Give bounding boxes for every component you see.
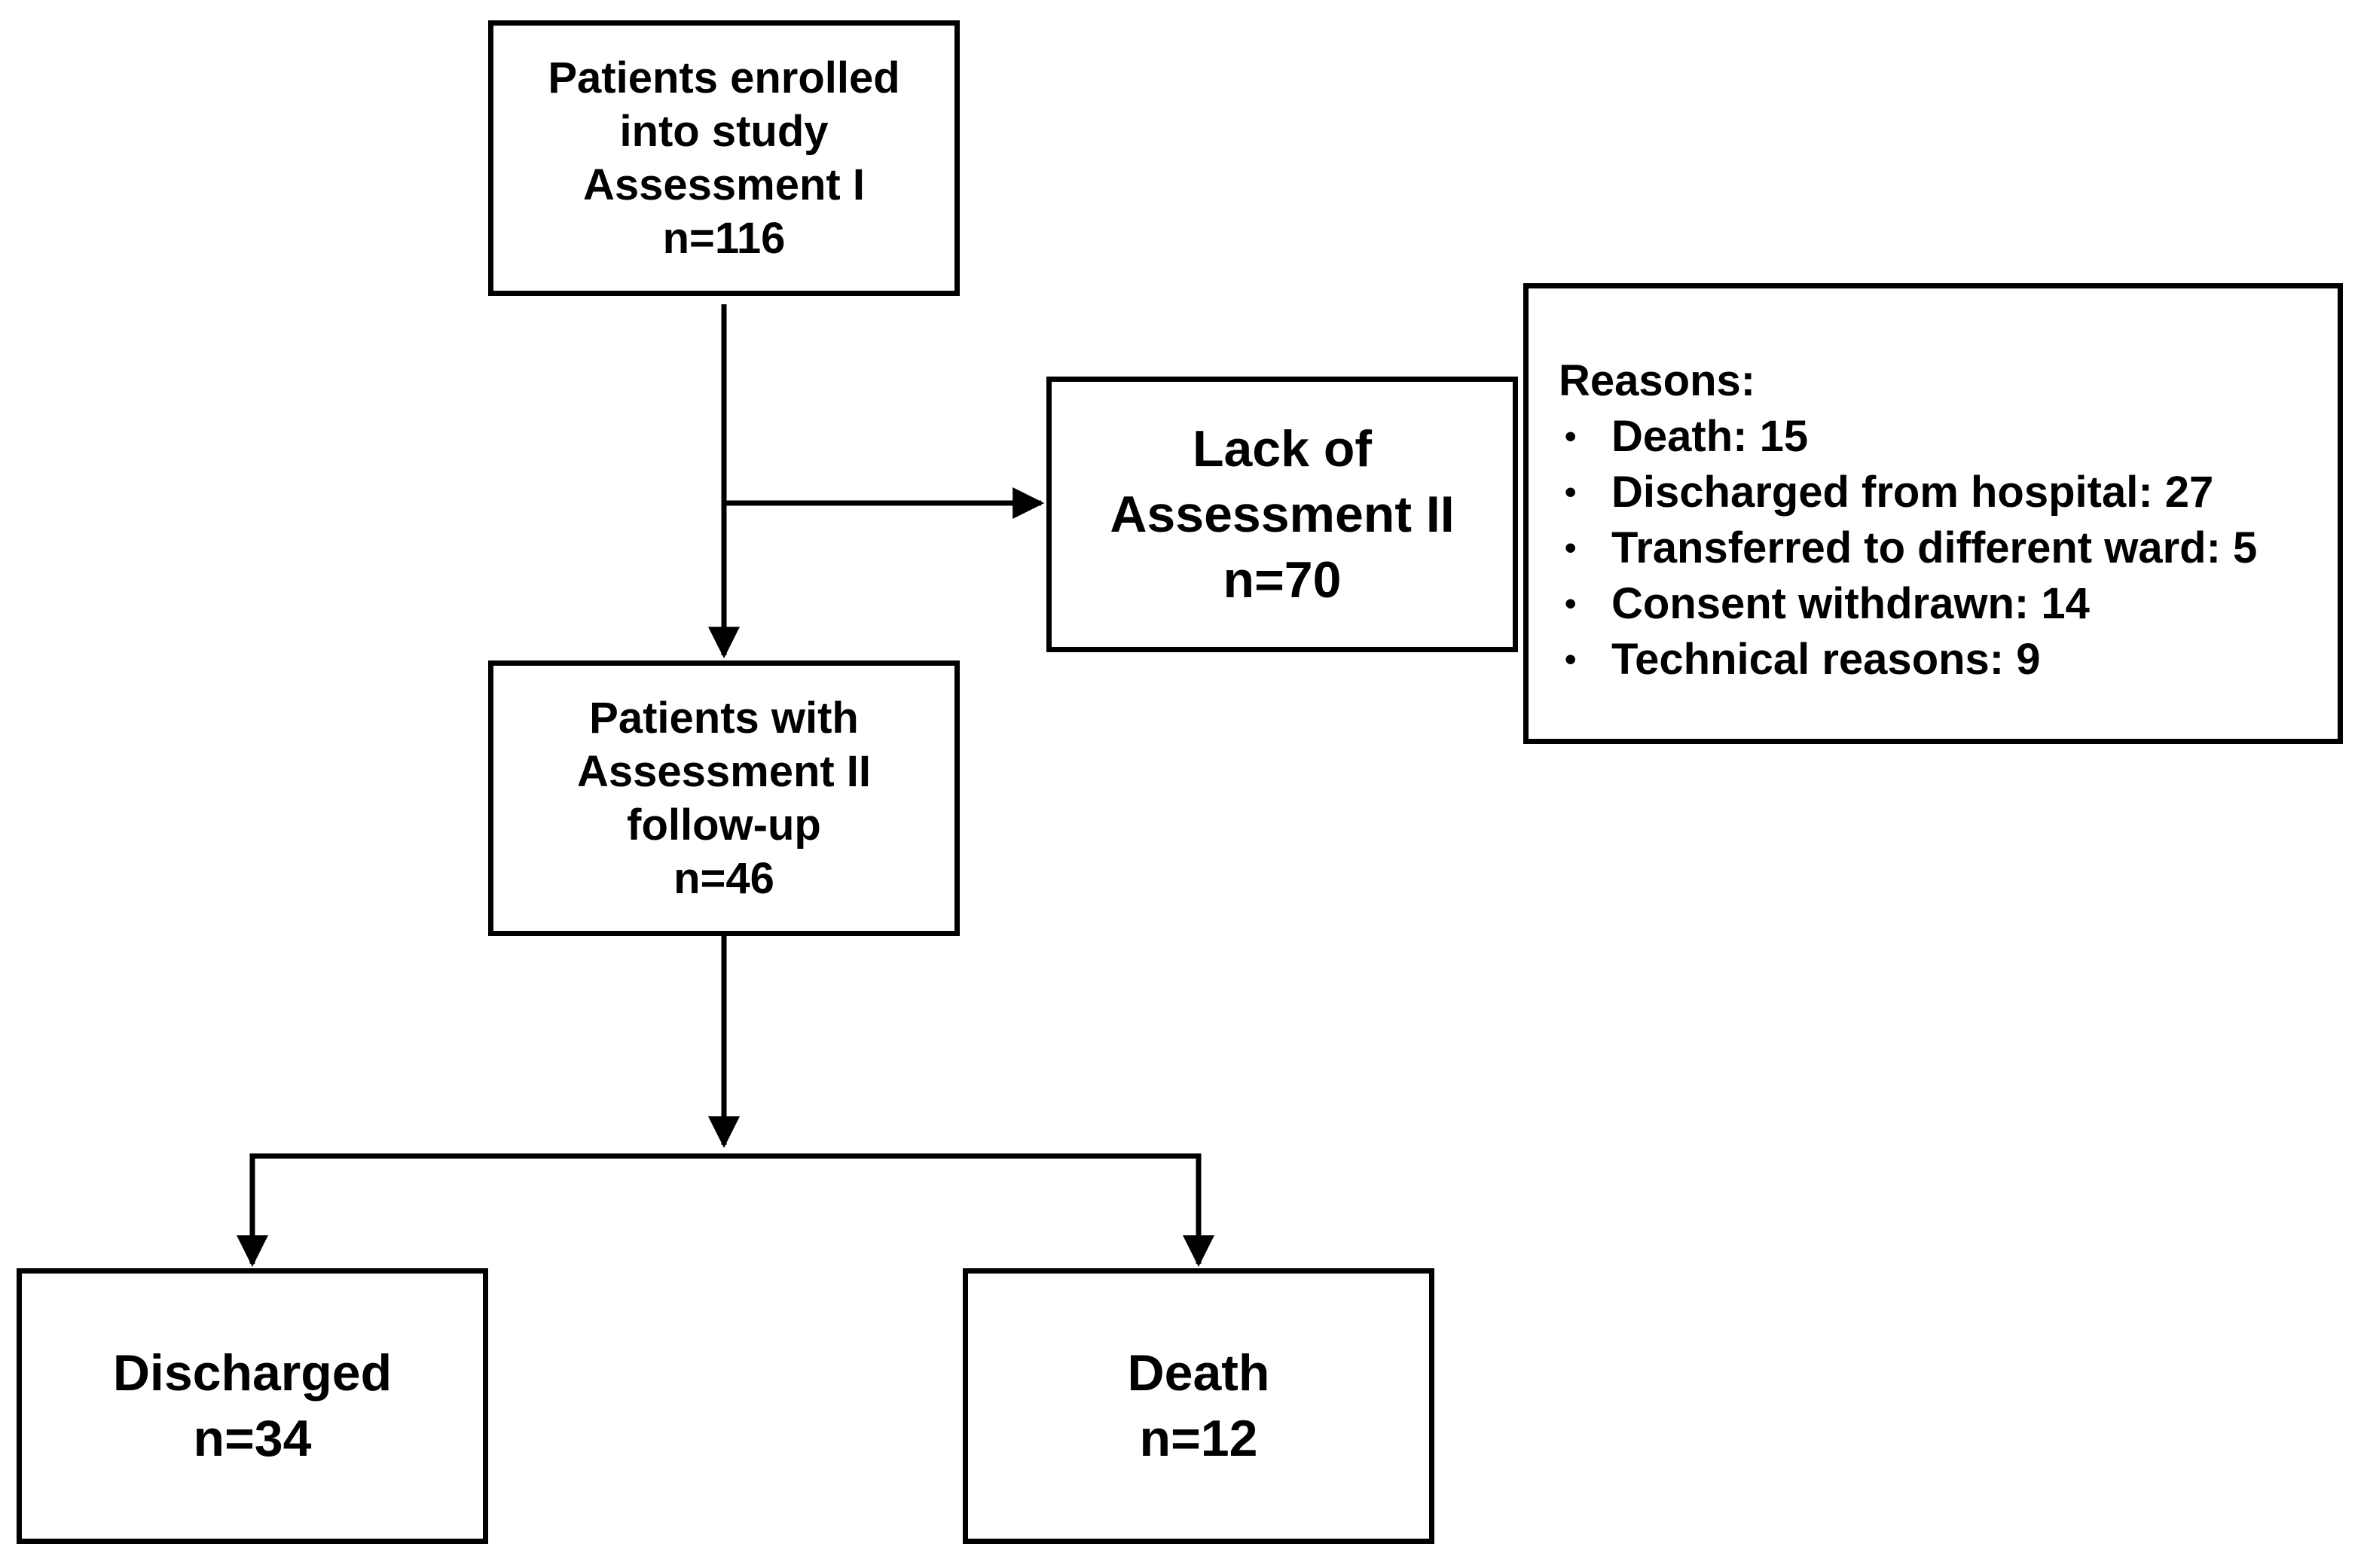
death-box: Death n=12 [963,1268,1434,1544]
death-count: n=12 [1139,1410,1258,1467]
enrolled-line-1: Patients enrolled [548,53,900,102]
reasons-heading: Reasons: [1559,356,1756,405]
lack-of-assessment-box: Lack of Assessment II n=70 [1046,377,1518,652]
bullet-dot-icon: • [1565,585,1577,622]
discharged-label: Discharged [112,1344,392,1402]
reason-item: • Technical reasons: 9 [1559,632,2323,688]
reasons-list: • Death: 15 • Discharged from hospital: 27… [1559,409,2323,688]
followup-box: Patients with Assessment II follow-up n=… [488,660,960,936]
reason-item: • Discharged from hospital: 27 [1559,465,2323,520]
followup-line-3: follow-up [627,801,821,850]
followup-line-2: Assessment II [576,747,872,796]
reason-item: • Transferred to different ward: 5 [1559,520,2323,576]
reason-text: Consent withdrawn: 14 [1611,579,2090,628]
lack-count: n=70 [1223,551,1342,609]
bullet-dot-icon: • [1565,418,1577,455]
reason-text: Discharged from hospital: 27 [1611,468,2214,517]
split-bar [237,1153,1214,1268]
enrolled-box: Patients enrolled into study Assessment … [488,20,960,296]
lack-line-1: Lack of [1192,419,1373,477]
followup-line-1: Patients with [589,694,859,743]
reason-text: Death: 15 [1611,412,1809,461]
discharged-box: Discharged n=34 [17,1268,488,1544]
enrolled-line-2: into study [619,107,829,156]
reason-item: • Consent withdrawn: 14 [1559,576,2323,632]
enrolled-count: n=116 [662,214,786,263]
reason-item: • Death: 15 [1559,409,2323,465]
death-label: Death [1127,1344,1270,1402]
lack-line-2: Assessment II [1110,485,1455,543]
reason-text: Transferred to different ward: 5 [1611,523,2258,572]
reasons-box: Reasons: • Death: 15 • Discharged from hos… [1523,283,2343,744]
discharged-count: n=34 [193,1410,312,1467]
bullet-dot-icon: • [1565,529,1577,566]
enrolled-line-3: Assessment I [583,160,865,209]
followup-count: n=46 [673,854,774,903]
bullet-dot-icon: • [1565,474,1577,511]
bullet-dot-icon: • [1565,641,1577,678]
reason-text: Technical reasons: 9 [1611,635,2041,684]
